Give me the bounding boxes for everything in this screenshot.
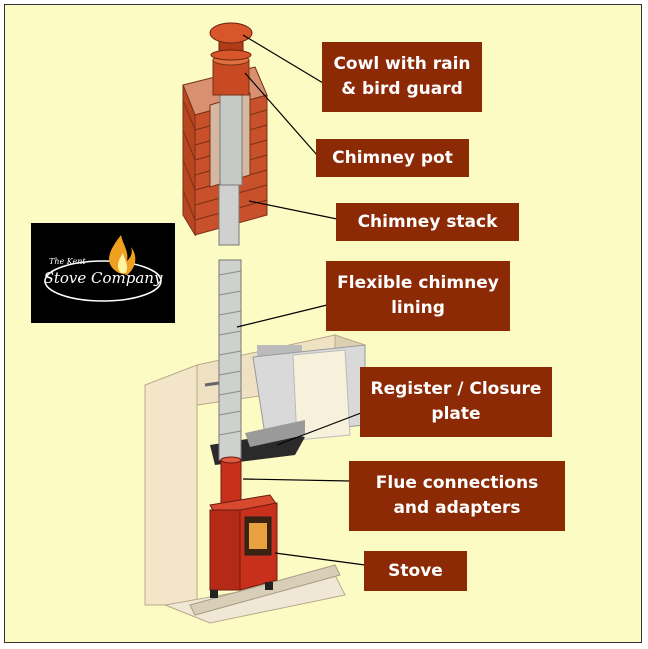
label-flue-connections: Flue connections and adapters <box>349 461 565 531</box>
logo-small-text: The Kent <box>49 257 86 266</box>
leader-lines <box>236 34 366 566</box>
company-logo: The Kent Stove Company <box>31 223 175 323</box>
leader-flue-connections <box>242 478 351 482</box>
label-stove: Stove <box>364 551 467 591</box>
chimney-pot <box>212 54 250 96</box>
leader-register-plate <box>276 412 362 446</box>
label-cowl: Cowl with rain & bird guard <box>322 42 482 112</box>
fireplace-surround <box>144 334 366 624</box>
diagram-frame: The Kent Stove Company Cowl with rain & … <box>4 4 642 643</box>
stove <box>209 494 278 598</box>
leader-chimney-stack <box>248 200 338 220</box>
logo-flame-icon <box>44 235 162 302</box>
label-chimney-pot: Chimney pot <box>316 139 469 177</box>
label-chimney-stack: Chimney stack <box>336 203 519 241</box>
leader-chimney-pot <box>244 72 318 156</box>
flexible-lining <box>204 184 242 461</box>
flue-connector <box>220 456 242 506</box>
cowl <box>209 22 253 61</box>
leader-cowl <box>242 34 324 84</box>
leader-stove <box>274 552 366 566</box>
label-register-plate: Register / Closure plate <box>360 367 552 437</box>
logo-main-text: Stove Company <box>43 269 163 287</box>
label-flexible-lining: Flexible chimney lining <box>326 261 510 331</box>
chimney-illustration <box>144 22 366 624</box>
leader-flexible-lining <box>236 304 328 328</box>
